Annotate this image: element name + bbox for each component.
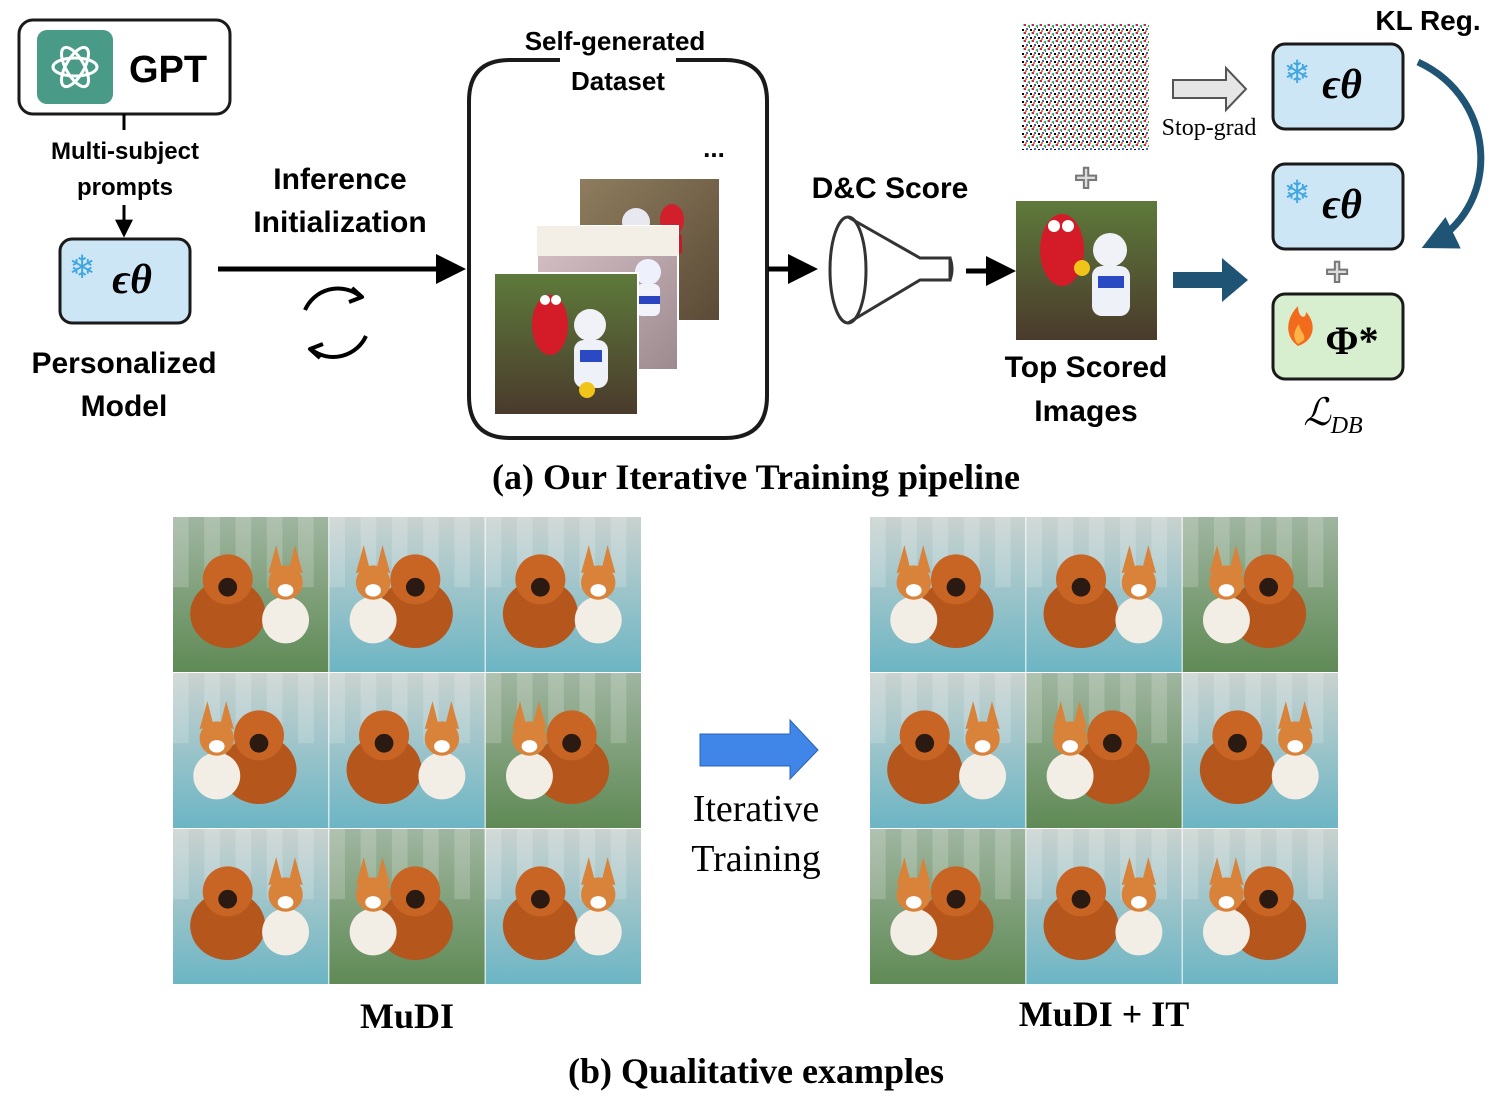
stop-grad-arrow bbox=[1172, 65, 1248, 113]
dataset-ellipsis: ... bbox=[703, 133, 725, 163]
mudi-label: MuDI bbox=[360, 996, 454, 1036]
multi-subject-label-line1: Multi-subject bbox=[51, 138, 199, 165]
personalized-model-box: ❄ ϵθ bbox=[58, 237, 192, 325]
personalized-model-label-line1: Personalized bbox=[31, 347, 216, 380]
noise-image-icon bbox=[1022, 24, 1149, 150]
top-scored-image bbox=[1016, 201, 1157, 340]
iterative-training-label-line1: Iterative bbox=[693, 788, 820, 830]
model-plus-icon: + bbox=[1325, 250, 1348, 294]
frozen-model-box-1: ❄ ϵθ bbox=[1271, 42, 1405, 131]
dataset-title-line1: Self-generated bbox=[525, 26, 706, 56]
grid-photo bbox=[1182, 517, 1338, 672]
flame-icon bbox=[1288, 306, 1313, 346]
loss-subscript: DB bbox=[1330, 413, 1363, 439]
mudi-it-grid bbox=[870, 517, 1338, 984]
iterative-training-arrow bbox=[699, 718, 819, 781]
noise-plus-icon: + bbox=[1074, 156, 1097, 200]
funnel-icon bbox=[828, 215, 954, 325]
grid-photo bbox=[1026, 829, 1182, 984]
to-training-arrow bbox=[1173, 258, 1248, 302]
loss-label: ℒDB bbox=[1303, 392, 1363, 439]
mudi-grid bbox=[173, 517, 641, 984]
grid-photo bbox=[1182, 673, 1338, 828]
grid-photo bbox=[329, 829, 485, 984]
trainable-model-symbol: Φ* bbox=[1325, 318, 1378, 363]
grid-photo bbox=[173, 517, 329, 672]
grid-photo bbox=[173, 829, 329, 984]
loss-symbol: ℒ bbox=[1303, 392, 1332, 434]
grid-photo bbox=[870, 517, 1026, 672]
grid-photo bbox=[870, 673, 1026, 828]
refresh-cycle-icon bbox=[303, 286, 368, 360]
grid-photo bbox=[1026, 517, 1182, 672]
grid-photo bbox=[1182, 829, 1338, 984]
mudi-it-label: MuDI + IT bbox=[1019, 994, 1190, 1034]
grid-photo bbox=[485, 829, 641, 984]
grid-photo bbox=[870, 829, 1026, 984]
grid-photo bbox=[485, 517, 641, 672]
snowflake-icon: ❄ bbox=[1284, 54, 1311, 90]
kl-reg-label: KL Reg. bbox=[1375, 5, 1480, 36]
caption-b: (b) Qualitative examples bbox=[568, 1051, 944, 1091]
snowflake-icon: ❄ bbox=[69, 249, 96, 285]
top-scored-label-line1: Top Scored bbox=[1005, 351, 1168, 384]
caption-a: (a) Our Iterative Training pipeline bbox=[492, 457, 1020, 497]
gpt-logo-icon bbox=[37, 30, 113, 104]
self-generated-dataset-box: Self-generated Dataset ... bbox=[467, 26, 769, 440]
personalized-model-label-line2: Model bbox=[81, 390, 168, 423]
frozen-model-1-symbol: ϵθ bbox=[1322, 62, 1362, 108]
dataset-title-line2: Dataset bbox=[571, 66, 665, 96]
multi-subject-label-line2: prompts bbox=[77, 174, 173, 201]
frozen-model-2-symbol: ϵθ bbox=[1322, 182, 1362, 228]
grid-photo bbox=[329, 517, 485, 672]
grid-photo bbox=[1026, 673, 1182, 828]
gpt-box: GPT bbox=[17, 18, 232, 116]
top-scored-label-line2: Images bbox=[1034, 395, 1137, 428]
snowflake-icon: ❄ bbox=[1284, 174, 1311, 210]
grid-photo bbox=[485, 673, 641, 828]
grid-photo bbox=[173, 673, 329, 828]
filter-label: D&C Score bbox=[812, 172, 969, 205]
personalized-model-symbol: ϵθ bbox=[112, 257, 152, 303]
inference-label-line2: Initialization bbox=[253, 206, 426, 239]
kl-reg-arrow bbox=[1416, 58, 1485, 249]
iterative-training-label-line2: Training bbox=[691, 838, 821, 880]
grid-photo bbox=[329, 673, 485, 828]
gpt-label: GPT bbox=[129, 49, 207, 91]
inference-label-line1: Inference bbox=[273, 163, 406, 196]
dataset-photo-front bbox=[493, 272, 639, 416]
stop-grad-label: Stop-grad bbox=[1162, 115, 1257, 141]
frozen-model-box-2: ❄ ϵθ bbox=[1271, 162, 1405, 251]
trainable-model-box: Φ* bbox=[1271, 292, 1405, 381]
